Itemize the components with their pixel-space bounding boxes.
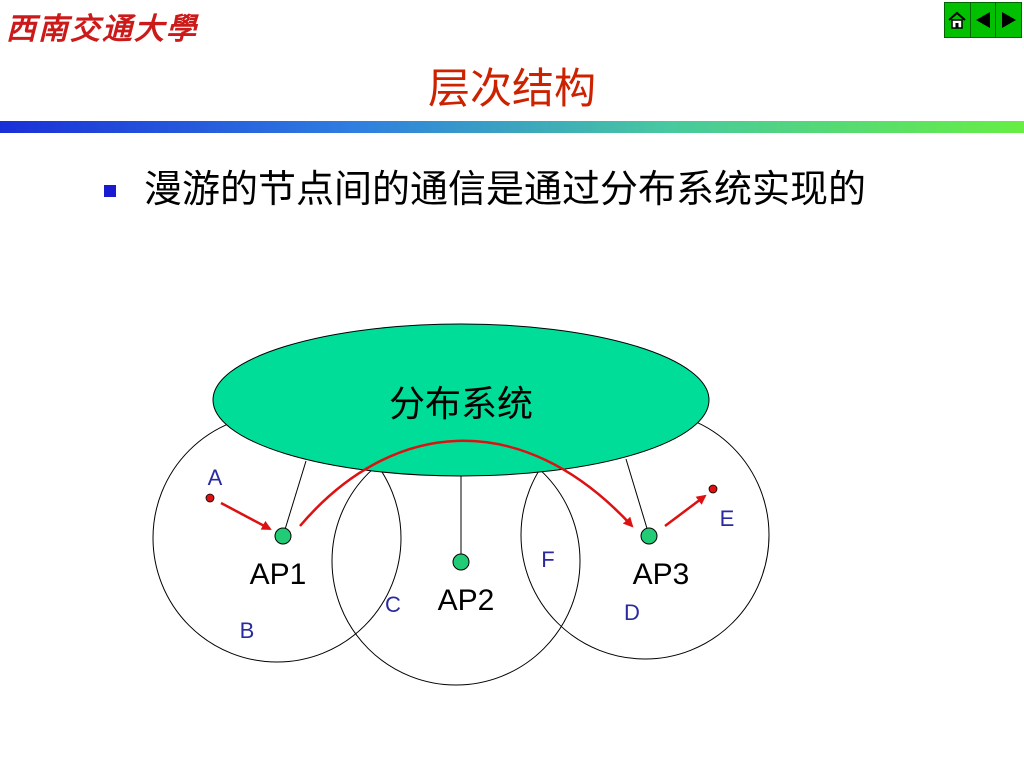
ds-route-arrow <box>299 439 634 528</box>
ap2-node <box>452 553 470 571</box>
station-e-dot <box>708 484 718 494</box>
node-label-a: A <box>208 465 223 490</box>
home-button[interactable] <box>945 3 971 37</box>
prev-button[interactable] <box>971 3 997 37</box>
ap1-node <box>274 527 292 545</box>
next-button[interactable] <box>996 3 1021 37</box>
ap1-label: AP1 <box>250 558 307 591</box>
ap1-link-line <box>282 460 307 537</box>
home-icon <box>948 11 966 29</box>
ap2-label: AP2 <box>438 584 495 617</box>
ap3-link-line <box>625 458 650 536</box>
bullet-square-icon <box>104 185 116 197</box>
next-arrow-icon <box>1001 12 1016 28</box>
ap3-label: AP3 <box>633 558 690 591</box>
a-to-ap1-arrow <box>220 501 272 531</box>
station-a-dot <box>205 493 215 503</box>
distribution-system-label: 分布系统 <box>389 384 533 425</box>
ap3-to-e-arrow <box>664 494 707 527</box>
ap3-node <box>640 527 658 545</box>
title-underline-bar <box>0 121 1024 133</box>
node-label-b: B <box>240 618 255 643</box>
node-label-c: C <box>385 592 401 617</box>
slide-nav <box>944 2 1022 38</box>
node-label-f: F <box>541 547 554 572</box>
node-label-e: E <box>720 506 735 531</box>
bullet-text: 漫游的节点间的通信是通过分布系统实现的 <box>144 167 867 211</box>
university-logo: 西南交通大學 <box>6 12 198 47</box>
prev-arrow-icon <box>976 12 990 28</box>
slide-title: 层次结构 <box>427 64 596 113</box>
node-label-d: D <box>624 600 640 625</box>
